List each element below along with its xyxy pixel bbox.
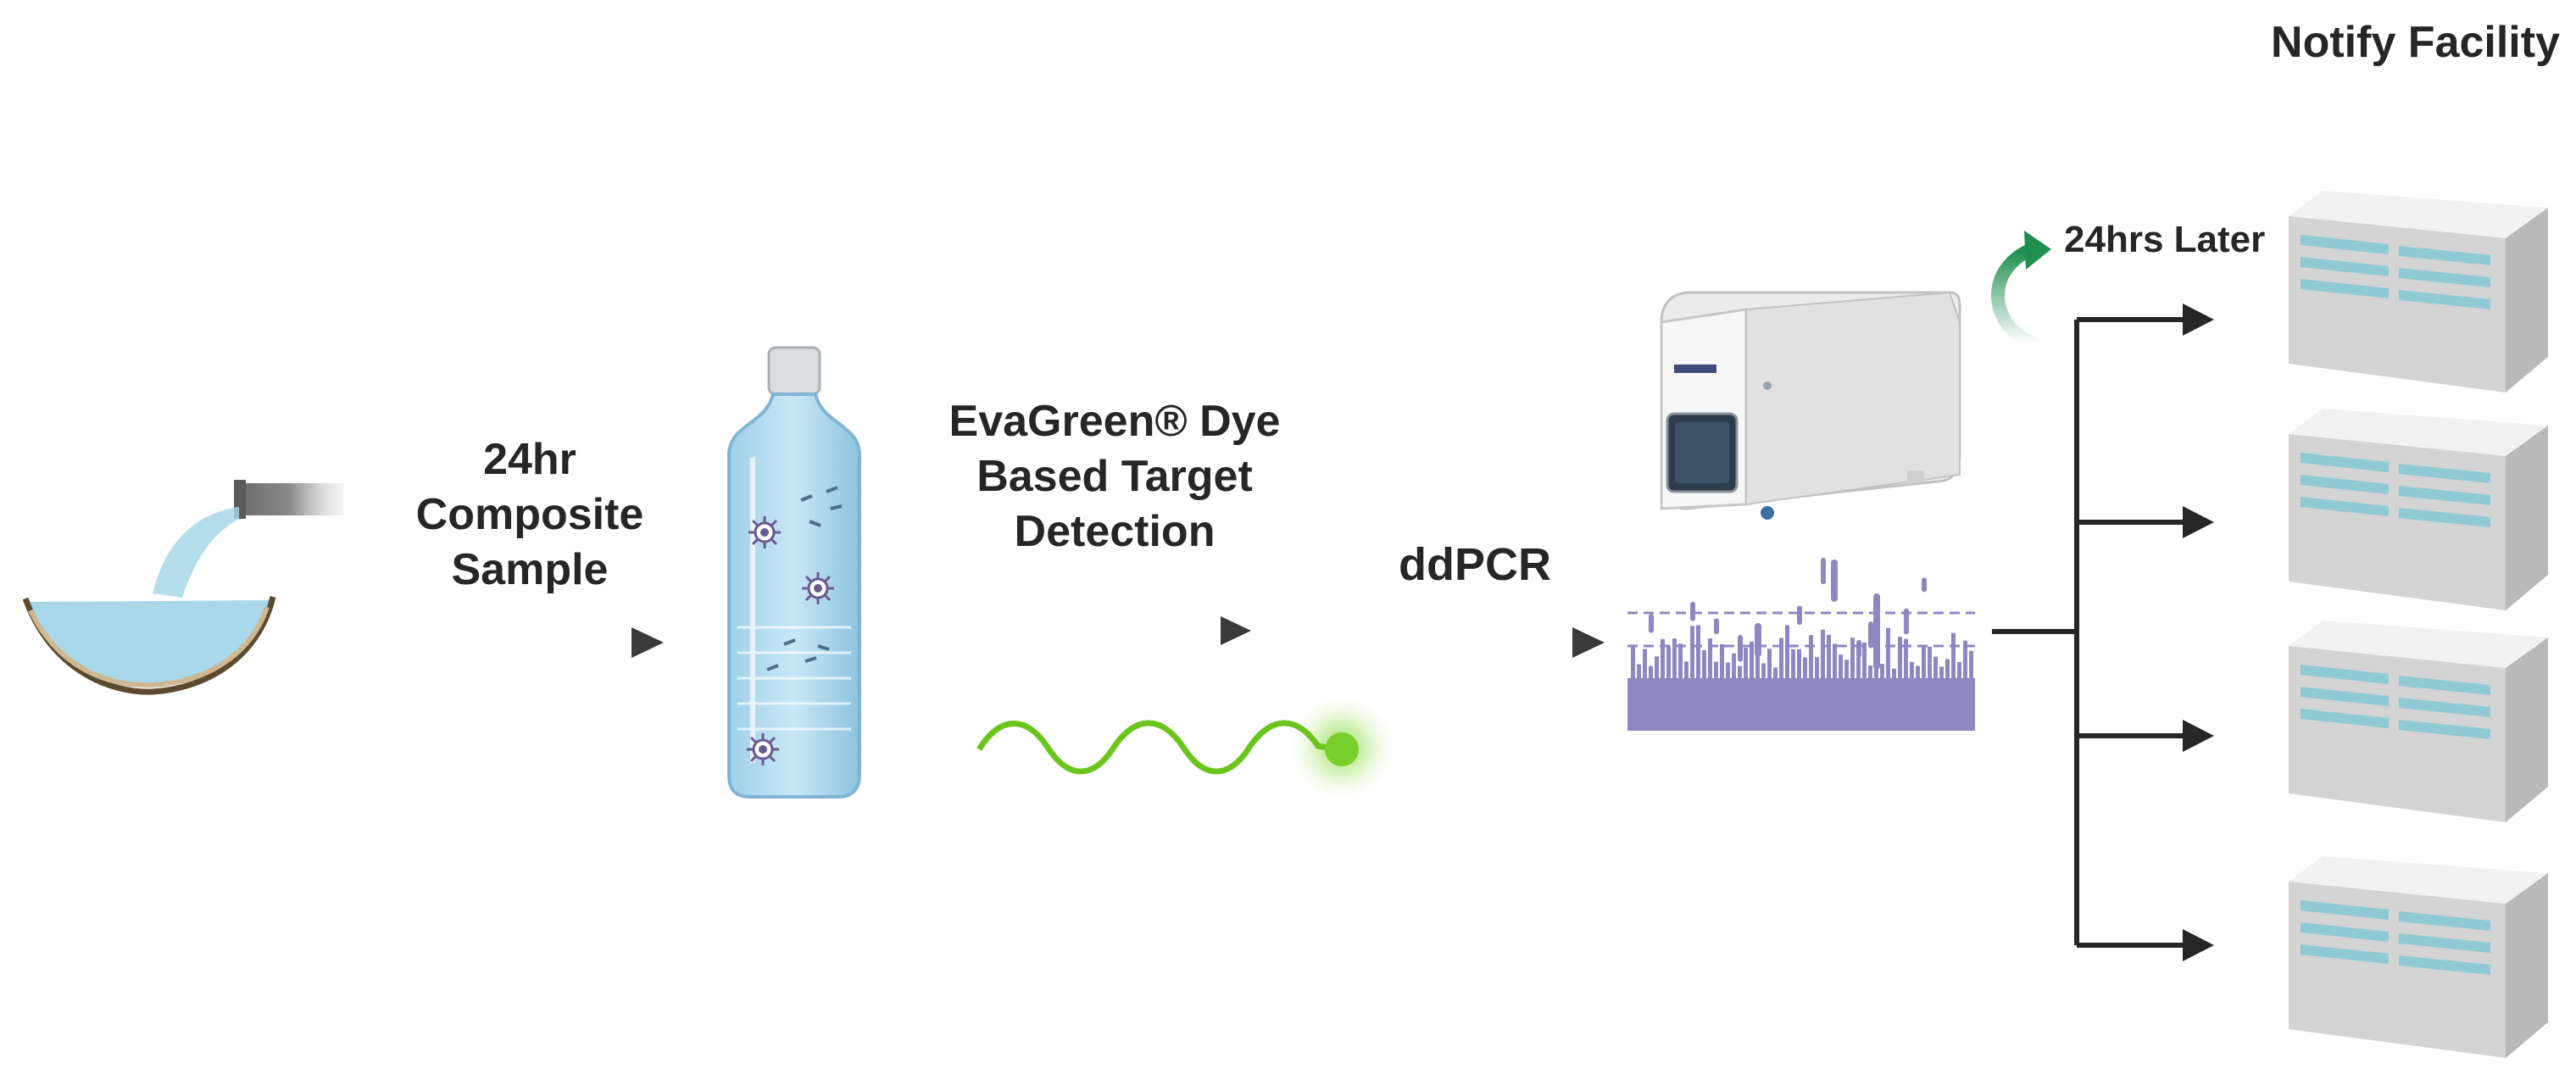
droplet-column — [1643, 649, 1647, 678]
droplet-column — [1951, 632, 1956, 678]
droplet-column — [1750, 641, 1754, 678]
droplet-column — [1708, 638, 1712, 678]
dye-line-3: Detection — [1014, 507, 1216, 556]
droplet-outlier — [1904, 608, 1909, 635]
droplet-outlier — [1868, 621, 1873, 649]
droplet-column — [1963, 640, 1967, 678]
droplet-column — [1779, 637, 1783, 678]
droplet-outlier — [1690, 601, 1695, 621]
droplet-column — [1738, 665, 1742, 678]
sewer-outfall-icon — [22, 480, 343, 695]
droplet-column — [1661, 638, 1665, 678]
droplet-column — [1898, 637, 1902, 678]
droplet-column — [1809, 635, 1813, 678]
droplet-column — [1720, 643, 1724, 678]
composite-line-1: 24hr — [483, 435, 576, 484]
droplet-column — [1637, 664, 1641, 678]
droplet-column — [1684, 661, 1689, 678]
dye-detection-label: EvaGreen® Dye Based Target Detection — [932, 394, 1297, 559]
arrow-to-detection — [1000, 616, 1251, 645]
distribution-arrowheads — [2183, 303, 2214, 961]
droplet-column — [1714, 661, 1718, 678]
droplet-column — [1856, 657, 1861, 678]
arrow-to-ddpcr — [1356, 627, 1605, 658]
droplet-plot-icon — [1627, 557, 1975, 731]
droplet-outlier — [1922, 577, 1927, 593]
droplet-column — [1916, 665, 1920, 678]
droplet-column — [1655, 656, 1659, 678]
droplet-column — [1791, 649, 1795, 678]
ddpcr-instrument-icon — [1660, 291, 1961, 520]
droplet-outlier — [1856, 639, 1861, 659]
curl-arrow-icon — [1991, 231, 2051, 350]
droplet-column — [1732, 653, 1736, 678]
droplet-column — [1821, 629, 1825, 678]
droplet-column — [1678, 643, 1683, 678]
droplet-column — [1886, 627, 1890, 678]
dye-signal-icon — [976, 695, 1394, 800]
droplet-outlier — [1738, 634, 1743, 662]
droplet-outlier — [1821, 557, 1826, 585]
droplet-column — [1631, 647, 1635, 678]
composite-line-2: Composite — [415, 490, 644, 539]
dye-line-1: EvaGreen® Dye — [949, 397, 1281, 446]
droplet-column — [1904, 638, 1908, 678]
droplet-column — [1767, 649, 1772, 678]
droplet-column — [1672, 638, 1677, 678]
notify-facility-label: Notify Facility — [2271, 18, 2560, 67]
composite-sample-label: 24hr Composite Sample — [373, 432, 687, 598]
droplet-column — [1839, 654, 1843, 678]
droplet-column — [1761, 663, 1766, 678]
droplet-outlier — [1797, 605, 1802, 626]
droplet-column — [1702, 649, 1706, 678]
facility-building-icon — [2289, 191, 2548, 392]
droplet-column — [1922, 644, 1926, 678]
composite-line-3: Sample — [451, 545, 609, 594]
droplet-column — [1957, 661, 1961, 678]
droplet-column — [1844, 660, 1849, 678]
droplet-column — [1868, 665, 1872, 678]
dye-line-2: Based Target — [976, 452, 1253, 501]
droplet-column — [1969, 650, 1973, 678]
droplet-column — [1797, 649, 1801, 678]
droplet-column — [1833, 643, 1837, 678]
droplet-column — [1827, 634, 1831, 678]
facility-building-icon — [2289, 856, 2548, 1058]
droplet-column — [1803, 657, 1807, 678]
arrow-to-bottle — [414, 627, 664, 658]
droplet-column — [1945, 659, 1950, 678]
droplet-outlier — [1714, 618, 1719, 635]
droplet-column — [1666, 646, 1671, 678]
droplet-column — [1910, 661, 1914, 678]
droplet-column — [1690, 626, 1694, 678]
droplet-column — [1928, 646, 1932, 678]
droplet-column — [1892, 668, 1896, 678]
droplet-column — [1880, 664, 1884, 678]
droplet-column — [1744, 648, 1748, 678]
droplet-column — [1785, 625, 1789, 678]
droplet-column — [1862, 642, 1867, 678]
droplet-column — [1726, 662, 1730, 678]
facility-building-icon — [2289, 621, 2548, 822]
later-label: 24hrs Later — [2064, 219, 2266, 260]
ddpcr-label: ddPCR — [1399, 539, 1551, 590]
facility-building-icon — [2289, 409, 2548, 610]
droplet-column — [1773, 667, 1778, 678]
droplet-outlier — [1831, 559, 1838, 602]
droplet-outlier — [1873, 593, 1880, 670]
droplet-column — [1815, 657, 1819, 678]
distribution-arrows — [1992, 317, 2187, 948]
droplet-column — [1696, 625, 1700, 678]
sample-bottle-icon — [727, 346, 861, 799]
droplet-outlier — [1755, 623, 1761, 657]
droplet-column — [1939, 666, 1944, 678]
droplet-column — [1933, 656, 1938, 678]
droplet-outlier — [1649, 614, 1654, 633]
droplet-column — [1649, 665, 1653, 678]
droplet-column — [1850, 637, 1855, 678]
